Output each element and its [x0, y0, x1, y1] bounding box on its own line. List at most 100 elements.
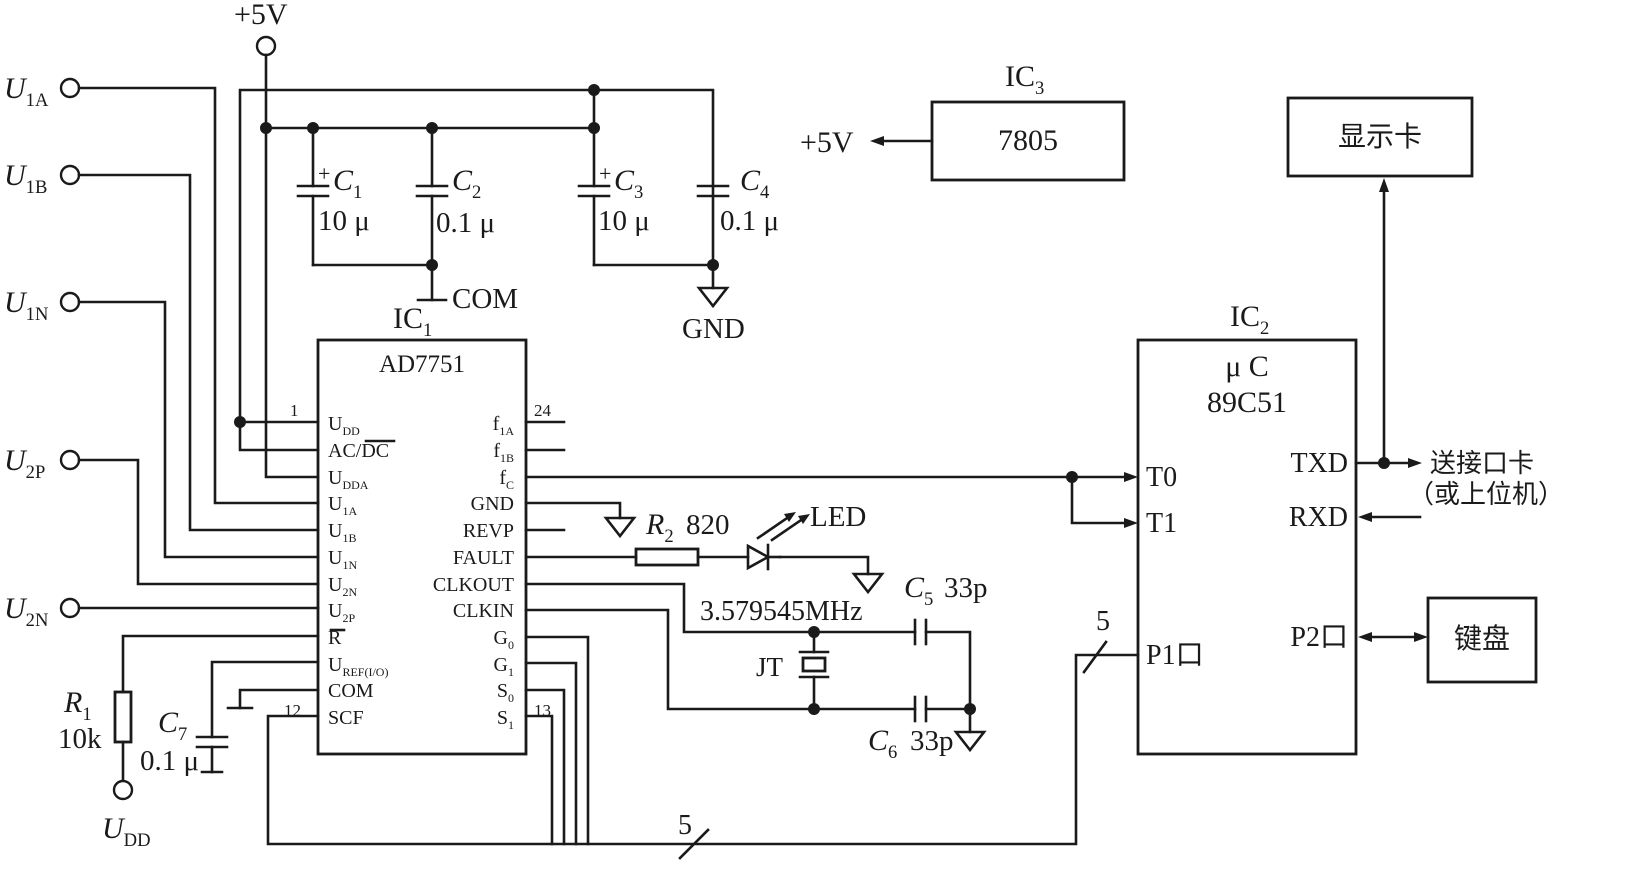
capacitor-c1: + C1 10 μ — [296, 126, 370, 267]
ic1-left-pin-label: UREF(I/O) — [328, 654, 388, 679]
svg-text:R1: R1 — [63, 686, 92, 725]
svg-text:0.1 μ: 0.1 μ — [720, 205, 779, 237]
svg-text:+: + — [318, 161, 330, 186]
capacitor-c4: C4 0.1 μ — [696, 164, 779, 237]
ic1-right-pin-label: FAULT — [453, 547, 514, 569]
ic1-left-pin-label: U1A — [328, 493, 357, 518]
svg-text:3.579545MHz: 3.579545MHz — [700, 596, 863, 627]
led-diode: LED — [746, 501, 866, 571]
ic1-right-pin-label: f1B — [493, 440, 514, 465]
svg-text:33p: 33p — [944, 572, 988, 604]
svg-text:7805: 7805 — [998, 124, 1058, 157]
svg-text:24: 24 — [534, 401, 552, 420]
ic2-89c51: IC2 μ C 89C51 T0 T1 P1口 TXD RXD P2口 — [1136, 300, 1358, 756]
svg-text:T1: T1 — [1146, 508, 1177, 539]
svg-text:33p: 33p — [910, 725, 954, 757]
svg-text:键盘: 键盘 — [1454, 622, 1510, 655]
ic1-left-pin-label: U1N — [328, 547, 357, 572]
input-u1b: U1B — [4, 159, 81, 198]
svg-text:U2N: U2N — [4, 592, 48, 631]
ic3-regulator: IC3 7805 +5V — [800, 60, 1126, 182]
svg-text:C1: C1 — [333, 164, 362, 203]
resistor-r1: R1 10k UDD — [58, 634, 320, 851]
ic2-right-connections — [1354, 178, 1428, 642]
svg-text:P2口: P2口 — [1290, 622, 1348, 653]
svg-text:P1口: P1口 — [1146, 640, 1204, 671]
com-node: COM — [416, 283, 518, 315]
svg-text:AD7751: AD7751 — [379, 351, 465, 378]
svg-text:显示卡: 显示卡 — [1338, 120, 1422, 153]
svg-text:JT: JT — [756, 652, 784, 682]
svg-text:1: 1 — [290, 401, 299, 420]
svg-text:U2P: U2P — [4, 444, 45, 483]
ic1-right-pin-label: G0 — [494, 627, 514, 652]
svg-text:89C51: 89C51 — [1207, 386, 1287, 419]
svg-text:UDD: UDD — [102, 812, 151, 851]
input-u1a: U1A — [4, 72, 81, 111]
capacitor-c6-label: C6 33p — [868, 724, 954, 763]
svg-text:COM: COM — [452, 283, 518, 315]
ic1-right-pin-label: fC — [499, 467, 514, 492]
crystal-circuit: JT 3.579545MHz — [524, 582, 987, 753]
gnd-symbol-top: GND — [682, 286, 745, 345]
ic1-right-pin-label: CLKOUT — [433, 574, 514, 596]
svg-text:C5: C5 — [904, 571, 933, 610]
ic1-left-pin-label: U1B — [328, 520, 356, 545]
input-u1n: U1N — [4, 286, 81, 325]
svg-text:10k: 10k — [58, 723, 102, 755]
svg-text:C4: C4 — [740, 164, 769, 203]
svg-text:10 μ: 10 μ — [318, 205, 370, 237]
svg-text:5: 5 — [678, 810, 692, 841]
ic1-right-pin-label: REVP — [463, 520, 514, 542]
ic1-left-pin-label: R — [328, 627, 342, 649]
svg-text:U1N: U1N — [4, 286, 48, 325]
input-u2n: U2N — [4, 592, 81, 631]
svg-text:（或上位机）: （或上位机） — [1408, 480, 1564, 510]
ic1-left-pin-label: U2N — [328, 574, 357, 599]
svg-text:C7: C7 — [158, 706, 187, 745]
svg-text:+: + — [599, 161, 611, 186]
svg-text:C6: C6 — [868, 724, 897, 763]
ic1-left-pin-labels: UDDAC/DCUDDAU1AU1BU1NU2NU2PRUREF(I/O)COM… — [328, 413, 389, 729]
ic1-ad7751: IC1 AD7751 1 24 12 13 UDDAC/DCUDDAU1AU1B… — [284, 302, 552, 756]
svg-text:LED: LED — [810, 501, 866, 533]
com-ground — [226, 688, 320, 710]
ic1-right-pin-label: GND — [471, 493, 514, 515]
svg-text:U1B: U1B — [4, 159, 47, 198]
display-card-box: 显示卡 — [1286, 96, 1474, 178]
svg-text:TXD: TXD — [1290, 448, 1348, 479]
resistor-r2 — [634, 547, 700, 567]
svg-text:C3: C3 — [614, 164, 643, 203]
ic1-left-pin-label: UDDA — [328, 467, 369, 492]
resistor-r2-label: R2 820 — [645, 508, 730, 547]
svg-text:820: 820 — [686, 509, 730, 541]
ic1-left-pin-label: SCF — [328, 707, 364, 729]
keyboard-box: 键盘 — [1426, 596, 1538, 684]
svg-text:μ C: μ C — [1225, 350, 1269, 383]
capacitor-c3: + C3 10 μ — [577, 126, 650, 267]
ic1-right-pin-label: G1 — [494, 654, 514, 679]
svg-text:5: 5 — [1096, 606, 1110, 637]
ic1-right-pin-wires — [524, 420, 1138, 595]
capacitor-c5-label: C5 33p — [904, 571, 988, 610]
interface-card-note: 送接口卡 （或上位机） — [1408, 449, 1564, 510]
ic1-left-pin-label: UDD — [328, 413, 360, 438]
ic1-right-pin-label: S1 — [497, 707, 514, 732]
ic1-left-pin-label: COM — [328, 680, 374, 702]
svg-text:GND: GND — [682, 313, 745, 345]
input-wires — [77, 86, 320, 610]
svg-text:IC2: IC2 — [1230, 300, 1269, 339]
svg-text:IC1: IC1 — [393, 302, 432, 341]
input-u2p: U2P — [4, 444, 81, 483]
ic1-left-pin-label: U2P — [328, 600, 355, 625]
ic1-right-pin-label: CLKIN — [453, 600, 514, 622]
svg-text:+5V: +5V — [234, 0, 288, 31]
svg-text:+5V: +5V — [800, 126, 854, 159]
svg-text:T0: T0 — [1146, 462, 1177, 493]
svg-text:送接口卡: 送接口卡 — [1430, 449, 1534, 479]
svg-text:0.1 μ: 0.1 μ — [436, 207, 495, 239]
ic1-right-pin-label: S0 — [497, 680, 514, 705]
c3-c4-return — [592, 263, 715, 290]
